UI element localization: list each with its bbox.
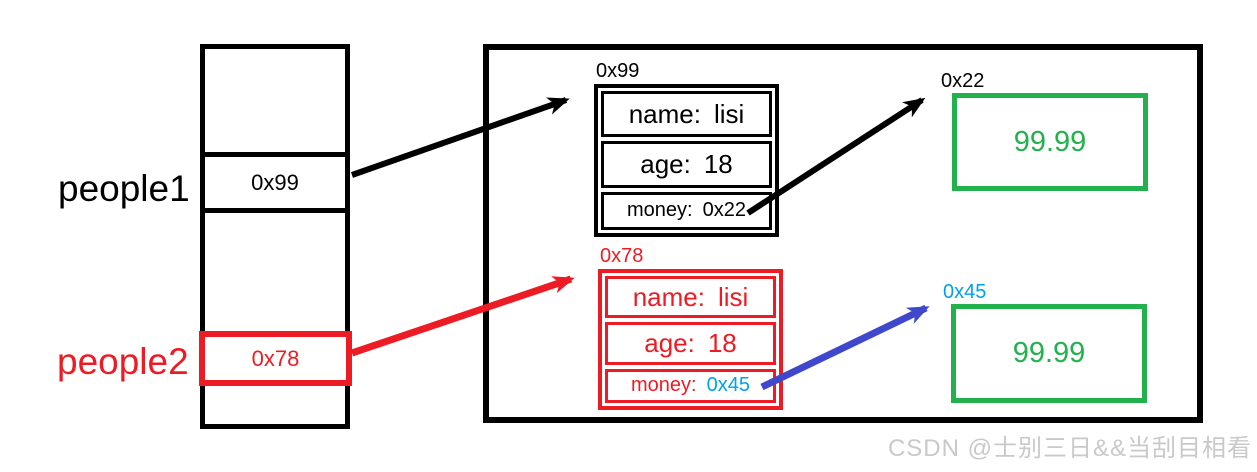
object1-name-row: name: lisi [601,91,772,138]
stack-var-label-people2: people2 [57,341,189,382]
object1-age-row: age: 18 [601,141,772,188]
field-label: name: [632,281,705,312]
field-label: age: [644,327,695,358]
field-label: name: [628,98,701,129]
object1-money-row: money: 0x22 [601,191,772,230]
value1-box: 99.99 [952,93,1148,191]
stack-people1-value: 0x99 [251,170,299,195]
value1-amount: 99.99 [1013,125,1087,158]
field-value: 18 [703,148,733,179]
stack-box: 0x99 [200,44,350,429]
stack-cell-divider-bottom [205,208,345,213]
stack-cell-divider-top [205,152,345,157]
field-value: lisi [717,281,749,312]
object2-address-label: 0x78 [600,245,644,267]
field-value: 18 [707,327,737,358]
value2-amount: 99.99 [1012,337,1086,369]
object2-money-row: money: 0x45 [605,368,776,403]
field-value: 0x22 [702,199,746,222]
stack-people2-value: 0x78 [251,345,300,371]
stack-var-label-people1: people1 [58,168,190,209]
object1-box: name: lisi age: 18 money: 0x22 [594,84,779,237]
stack-people2-cell: 0x78 [199,331,352,386]
value1-address-label: 0x22 [941,70,985,92]
object2-name-row: name: lisi [605,276,776,319]
field-value: 0x45 [706,374,750,397]
object1-address-label: 0x99 [596,60,640,82]
field-label: money: [631,374,697,397]
field-value: lisi [713,98,745,129]
heap-box [483,44,1203,423]
value2-box: 99.99 [951,304,1147,403]
value2-address-label: 0x45 [943,281,987,303]
field-label: money: [627,199,693,222]
csdn-watermark: CSDN @士别三日&&当刮目相看 [887,435,1252,462]
object2-box: name: lisi age: 18 money: 0x45 [598,269,783,410]
object2-age-row: age: 18 [605,322,776,365]
field-label: age: [640,148,691,179]
